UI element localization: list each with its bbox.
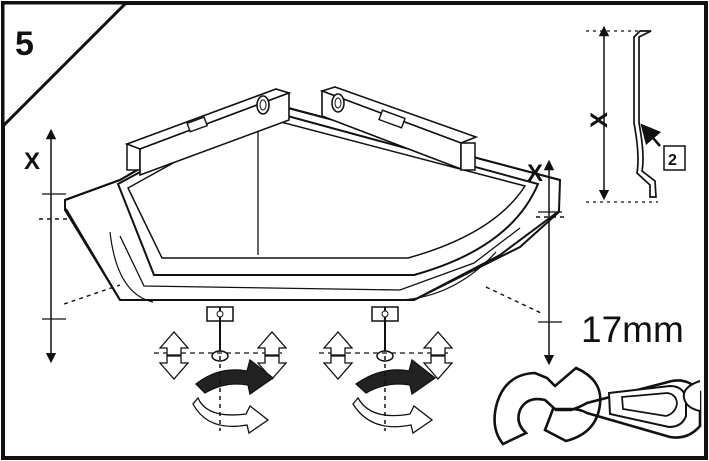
down-arrow-icon-left-right	[256, 355, 288, 380]
up-arrow-icon-left-right	[256, 331, 288, 356]
wrench-size-label: 17mm	[581, 309, 684, 350]
wrench-icon	[493, 366, 702, 446]
rotate-arrow-icon-left-top	[195, 358, 275, 396]
profile-height-label: X	[586, 112, 613, 128]
height-label-left: X	[24, 148, 40, 175]
height-measure-left: X	[24, 128, 121, 364]
rotate-arrow-icon-left-bottom	[192, 396, 270, 435]
reference-callout-box	[663, 145, 686, 171]
spirit-level-left	[124, 88, 292, 177]
height-label-right: X	[527, 160, 543, 187]
step-number: 5	[15, 25, 34, 63]
up-arrow-icon-left	[158, 331, 190, 356]
down-arrow-icon-right-left	[322, 355, 354, 380]
rotate-arrow-icon-right-bottom	[352, 396, 434, 435]
edge-profile-detail: X 2	[586, 25, 686, 203]
up-arrow-icon-right-left	[322, 331, 354, 356]
adjustment-symbols-left	[154, 331, 288, 435]
spirit-level-right	[319, 86, 479, 171]
height-measure-right: X	[485, 159, 568, 366]
down-arrow-icon-right	[422, 355, 454, 380]
reference-callout-number: 2	[668, 152, 677, 169]
shower-tray	[64, 86, 562, 362]
leg-bracket-right	[371, 306, 399, 362]
up-arrow-icon-right	[422, 331, 454, 356]
step-number-badge	[1, 1, 130, 130]
adjustment-symbols-right	[319, 331, 454, 435]
down-arrow-icon-left	[158, 355, 190, 380]
rotate-arrow-icon-right-top	[354, 358, 437, 396]
